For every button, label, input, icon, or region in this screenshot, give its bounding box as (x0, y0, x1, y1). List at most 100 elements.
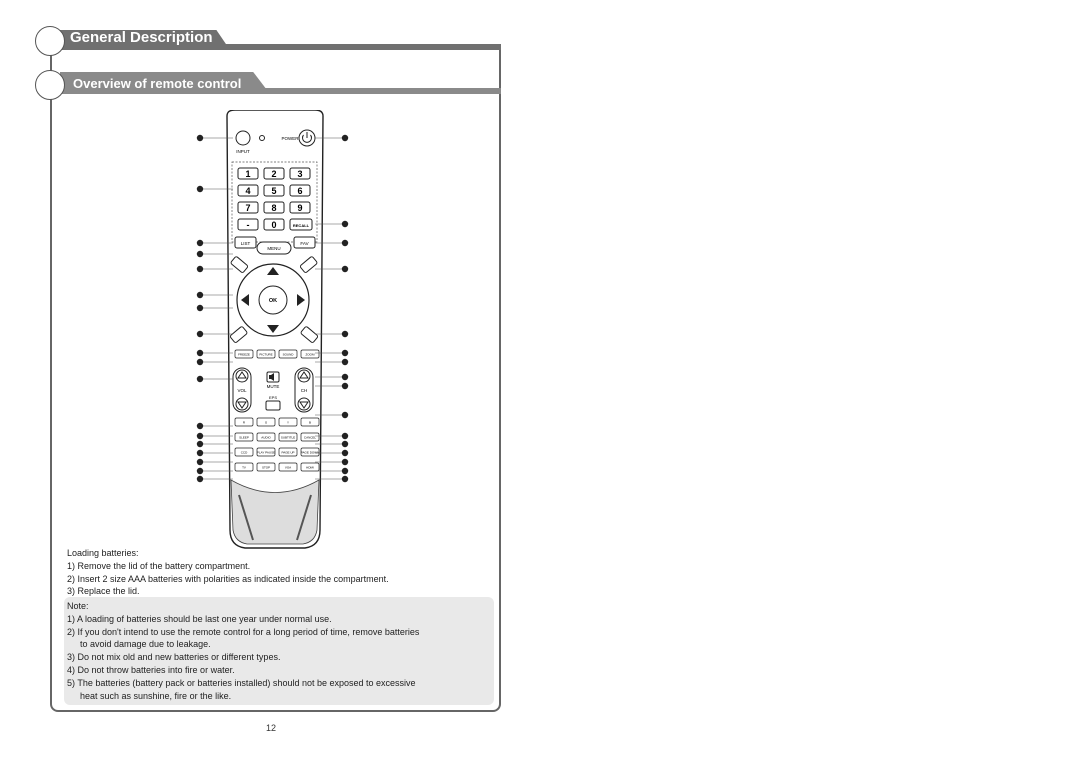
ok-label: OK (269, 298, 277, 304)
function-button-label: TV (242, 465, 246, 469)
callout-marker (196, 134, 204, 142)
callout-marker (196, 330, 204, 338)
function-button-label: G (265, 420, 268, 424)
callout-marker (341, 265, 349, 273)
function-button-label: AUDIO (261, 435, 271, 439)
section-header-bar (60, 44, 501, 50)
digit-key-label: 6 (297, 186, 302, 196)
callout-marker (196, 475, 204, 483)
digit-key (263, 184, 285, 197)
function-button-label: B (309, 420, 311, 424)
callout-marker (341, 432, 349, 440)
function-button (278, 349, 298, 359)
function-button-label: CCD (241, 450, 248, 454)
function-button-label: VGA (285, 465, 291, 469)
left-arrow-icon (241, 294, 249, 306)
digit-key (237, 218, 259, 231)
digit-key (263, 167, 285, 180)
function-button-label: CANCEL (304, 435, 317, 439)
digit-key-label: - (247, 220, 250, 230)
digit-key-label: 0 (271, 220, 276, 230)
callout-marker (196, 422, 204, 430)
subsection-bullet-circle (35, 70, 65, 100)
loading-line: 1) Remove the lid of the battery compart… (67, 560, 251, 571)
digit-key-label: 4 (245, 186, 250, 196)
function-button (234, 417, 254, 427)
callout-marker (196, 440, 204, 448)
function-button-label: FREEZE (238, 352, 250, 356)
mute-label: MUTE (267, 384, 280, 389)
callout-marker (341, 475, 349, 483)
eps-label: EPS (269, 395, 277, 400)
function-button (278, 462, 298, 472)
function-button-label: SOUND (283, 352, 295, 356)
function-button-label: PAGE UP (281, 450, 294, 454)
digit-key (237, 201, 259, 214)
callout-marker (196, 239, 204, 247)
page-number: 12 (266, 723, 277, 733)
subsection-header-bar (60, 88, 501, 94)
function-button-label: STOP (262, 465, 270, 469)
note-line: 3) Do not mix old and new batteries or d… (67, 652, 281, 663)
callout-marker (341, 349, 349, 357)
callout-marker (196, 458, 204, 466)
mute-icon (269, 373, 274, 381)
callout-marker (196, 250, 204, 258)
callout-marker (196, 375, 204, 383)
digit-key-label: 7 (245, 203, 250, 213)
callout-marker (196, 265, 204, 273)
note-section: Note: 1) A loading of batteries should b… (67, 600, 419, 702)
vol-label: VOL (237, 388, 247, 393)
function-button-label: PLAY PAUSE (257, 450, 275, 454)
fav-label: FAV (300, 241, 308, 246)
digit-key-label: 1 (245, 169, 250, 179)
loading-batteries-section: Loading batteries: 1) Remove the lid of … (67, 547, 389, 598)
subsection-header: Overview of remote control (60, 72, 270, 94)
callout-marker (341, 134, 349, 142)
function-button-label: Y (287, 420, 289, 424)
function-button (300, 432, 320, 442)
function-button (234, 447, 254, 457)
function-button (234, 462, 254, 472)
callout-marker (196, 304, 204, 312)
digit-key-label: 5 (271, 186, 276, 196)
ok-button (258, 285, 288, 315)
callout-marker (196, 467, 204, 475)
callout-marker (341, 458, 349, 466)
function-button (256, 417, 276, 427)
function-button-label: PAGE DOWN (301, 450, 319, 454)
function-button (278, 417, 298, 427)
callout-markers (196, 134, 349, 483)
up-arrow-icon (267, 267, 279, 275)
note-line: 2) If you don't intend to use the remote… (67, 626, 420, 637)
list-label: LIST (241, 241, 251, 246)
section-title: General Description (70, 29, 213, 46)
callout-marker (196, 185, 204, 193)
function-button (256, 447, 276, 457)
digit-key-label: 9 (297, 203, 302, 213)
function-button-label: ZOOM (306, 352, 315, 356)
power-icon (302, 132, 312, 143)
function-button-label: SLEEP (239, 435, 249, 439)
callout-marker (341, 467, 349, 475)
function-button (278, 447, 298, 457)
eps-button (265, 400, 281, 411)
section-header: General Description (60, 30, 230, 50)
ch-label: CH (301, 388, 308, 393)
digit-key (237, 167, 259, 180)
loading-line: 2) Insert 2 size AAA batteries with pola… (67, 573, 389, 584)
menu-label: MENU (267, 246, 280, 251)
callout-marker (196, 349, 204, 357)
callout-marker (196, 358, 204, 366)
callout-marker (341, 449, 349, 457)
digit-key (289, 201, 311, 214)
input-label: INPUT (236, 149, 250, 154)
corner-button-top-left (230, 256, 249, 273)
function-button (300, 462, 320, 472)
callout-marker (341, 358, 349, 366)
note-line: to avoid damage due to leakage. (80, 639, 211, 650)
callout-marker (341, 440, 349, 448)
